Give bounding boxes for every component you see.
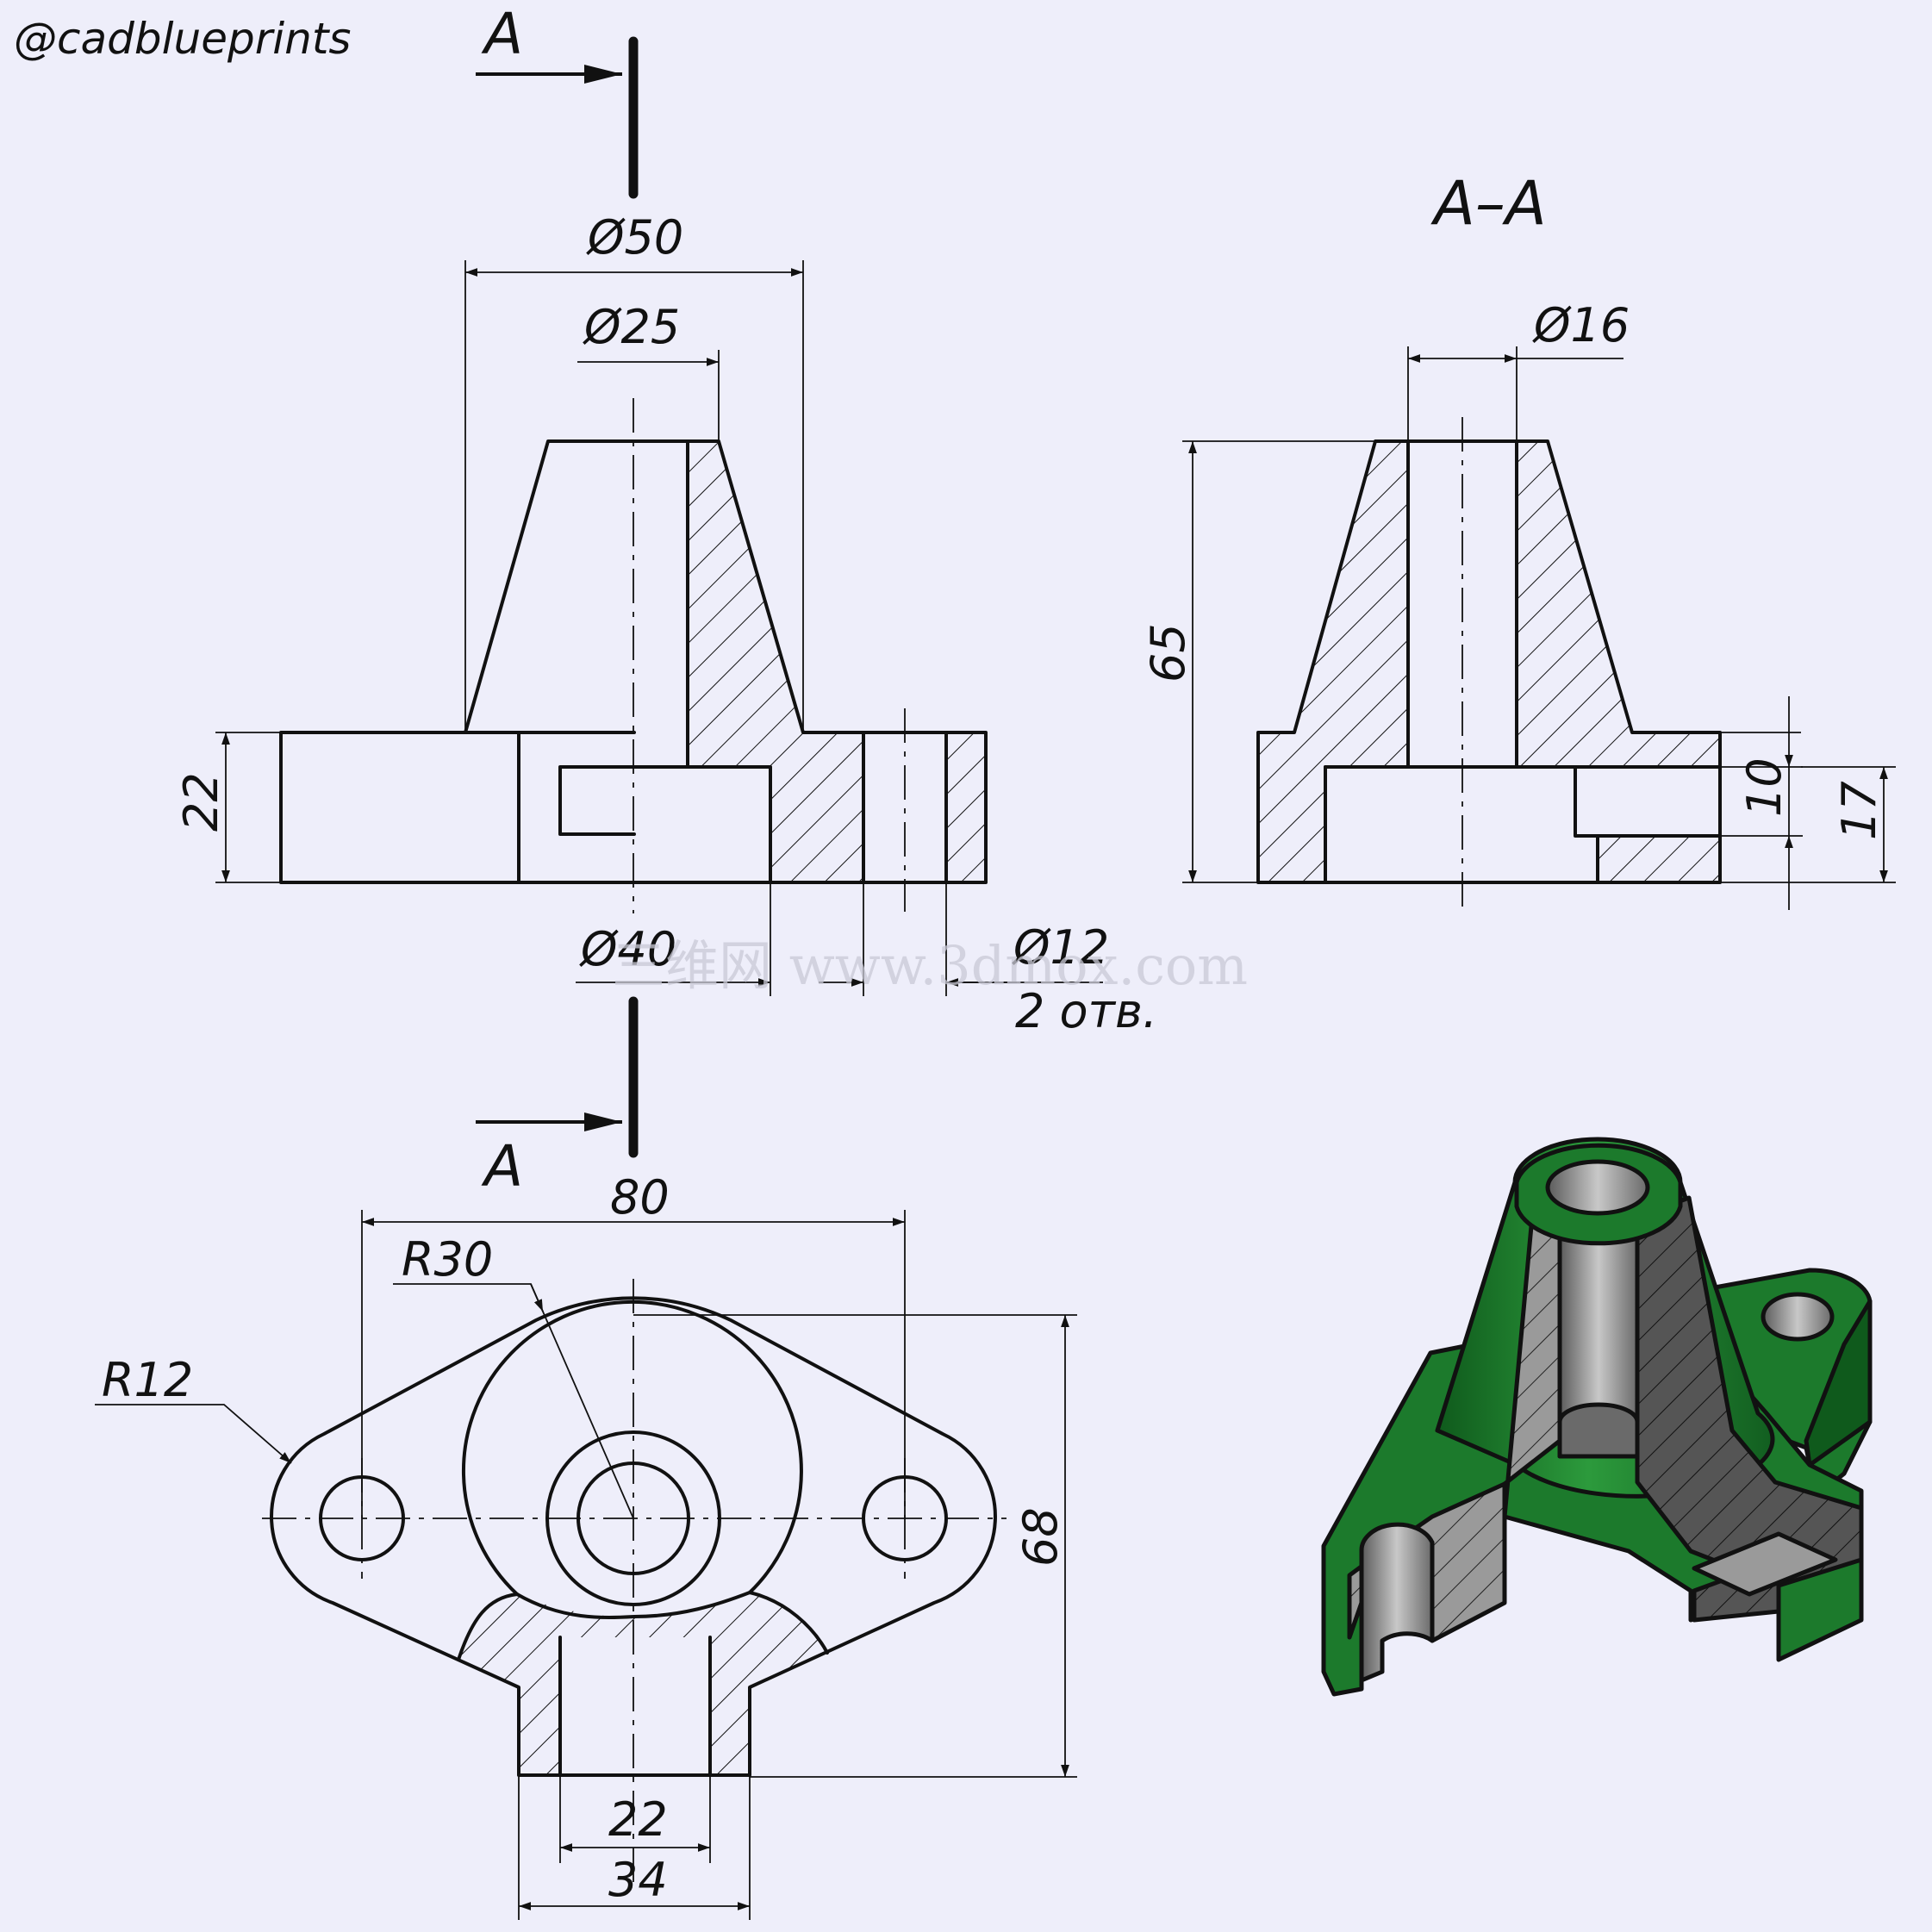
dim-outer-dia: Ø50	[586, 210, 683, 265]
section-hatch-right-lower	[1598, 836, 1720, 882]
section-view-a-a: A–A Ø16 65 10	[1141, 168, 1896, 910]
dim-radius-large: R30	[402, 1232, 493, 1287]
dim-top-dia: Ø25	[583, 300, 680, 354]
isometric-cutaway-view	[1321, 1137, 1873, 1697]
section-letter-bottom: A	[481, 1133, 523, 1200]
dim-base-height: 22	[174, 772, 228, 832]
dim-total-height: 65	[1141, 623, 1195, 682]
section-cut-top-marker: A	[476, 1, 639, 199]
front-hatch-flange	[946, 732, 986, 882]
top-hatch-boss	[458, 1592, 827, 1775]
top-view: 80 R30 R12 68 22 34	[95, 1170, 1077, 1920]
dim-flange-height: 17	[1832, 781, 1886, 840]
dim-bore-dia: Ø16	[1532, 298, 1630, 352]
author-handle: @cadblueprints	[14, 14, 351, 64]
front-hatch-cone	[688, 441, 863, 882]
dim-slot-inner: 22	[608, 1792, 668, 1847]
dim-recess-height: 10	[1737, 757, 1792, 817]
front-view: Ø50 Ø25 22 Ø40 Ø12 2 отв.	[174, 210, 1157, 1038]
section-title: A–A	[1430, 168, 1547, 239]
overlay-watermark: 三维网 www.3dmox.com	[612, 934, 1248, 997]
section-cut-bottom-marker: A	[476, 996, 639, 1200]
dim-hole-dia: Ø12	[1012, 920, 1109, 975]
dim-length: 80	[610, 1170, 670, 1225]
section-letter-top: A	[481, 1, 523, 67]
dim-width: 68	[1013, 1507, 1068, 1567]
dim-slot-outer: 34	[608, 1853, 668, 1907]
section-hatch-right	[1517, 441, 1720, 767]
section-hatch-left	[1258, 441, 1408, 882]
dim-hole-count: 2 отв.	[1015, 984, 1157, 1038]
dim-recess-dia: Ø40	[579, 922, 676, 976]
dim-radius-small: R12	[102, 1353, 193, 1407]
